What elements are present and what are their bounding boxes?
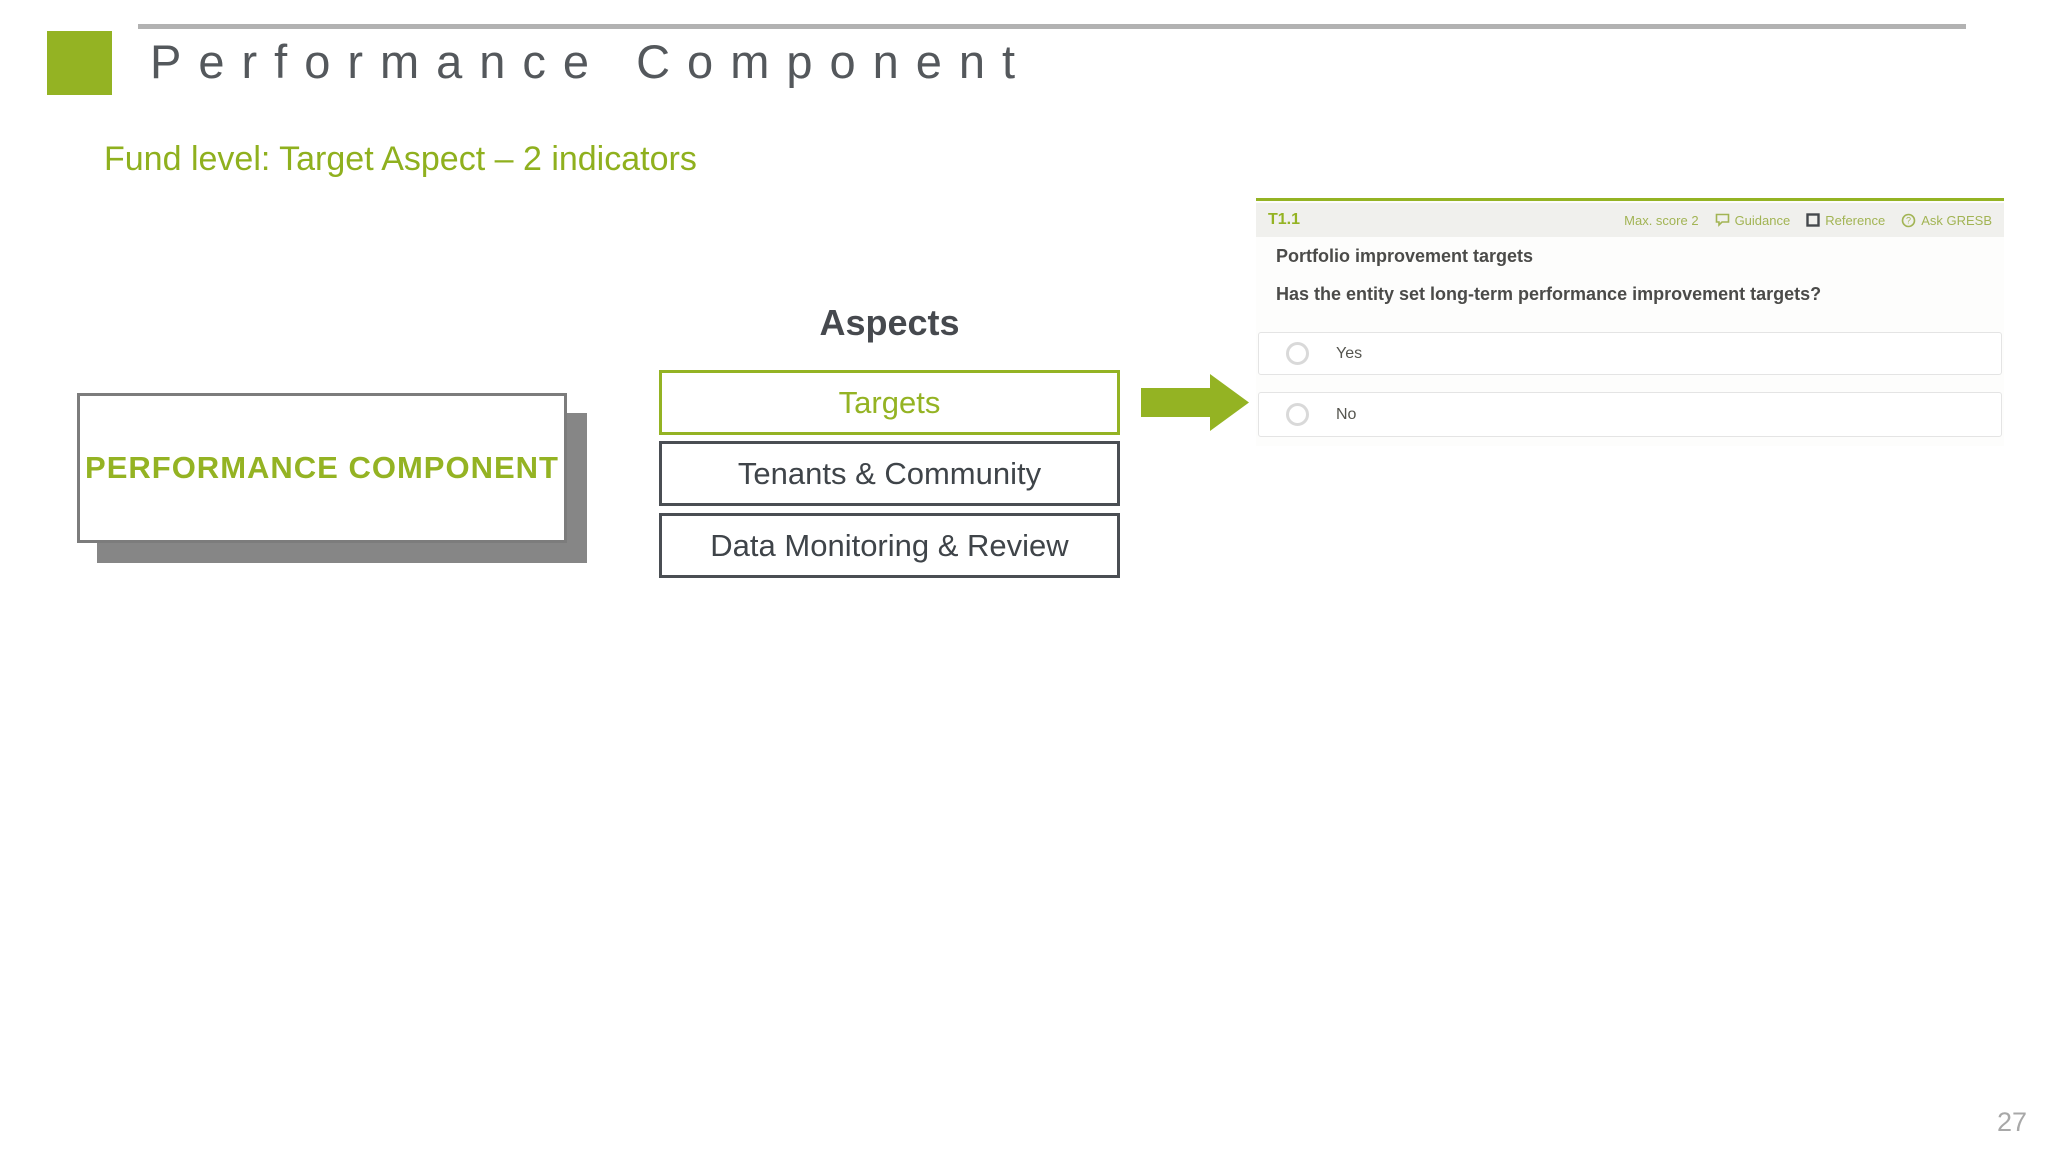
option-row-no[interactable]: No bbox=[1258, 392, 2002, 437]
option-label: No bbox=[1336, 405, 1357, 423]
indicator-question: Has the entity set long-term performance… bbox=[1276, 284, 1822, 304]
max-score-label: Max. score 2 bbox=[1624, 212, 1699, 228]
radio-icon[interactable] bbox=[1286, 342, 1309, 365]
header-rule bbox=[138, 24, 1966, 29]
question-circle-icon: ? bbox=[1901, 213, 1916, 227]
indicator-title: Portfolio improvement targets bbox=[1276, 246, 1534, 266]
svg-text:?: ? bbox=[1906, 215, 1911, 225]
aspect-label: Data Monitoring & Review bbox=[710, 527, 1069, 563]
form-top-border bbox=[1256, 198, 2004, 201]
page-title: Performance Component bbox=[150, 35, 1033, 88]
radio-icon[interactable] bbox=[1286, 403, 1309, 426]
aspect-label: Tenants & Community bbox=[737, 455, 1042, 491]
reference-label: Reference bbox=[1825, 212, 1886, 228]
guidance-label: Guidance bbox=[1734, 212, 1791, 228]
form-header-bar: T1.1 Max. score 2 Guidance Reference bbox=[1256, 203, 2004, 237]
page-number: 27 bbox=[1997, 1107, 2028, 1137]
option-label: Yes bbox=[1336, 344, 1363, 362]
guidance-link[interactable]: Guidance bbox=[1715, 212, 1791, 228]
slide-subtitle: Fund level: Target Aspect – 2 indicators bbox=[104, 140, 697, 178]
reference-link[interactable]: Reference bbox=[1806, 213, 1885, 228]
performance-component-label: PERFORMANCE COMPONENT bbox=[85, 450, 559, 485]
brand-square-icon bbox=[47, 31, 112, 95]
assessment-form-screenshot: T1.1 Max. score 2 Guidance Reference bbox=[1256, 198, 2004, 446]
aspect-label: Targets bbox=[838, 384, 941, 420]
form-header-links: Max. score 2 Guidance Reference bbox=[1624, 213, 1992, 228]
option-row-yes[interactable]: Yes bbox=[1258, 332, 2002, 375]
aspects-heading: Aspects bbox=[819, 302, 960, 343]
aspect-box-targets: Targets bbox=[659, 370, 1120, 435]
speech-bubble-icon bbox=[1715, 213, 1729, 227]
aspect-box-data-monitoring-review: Data Monitoring & Review bbox=[659, 513, 1120, 578]
performance-component-box: PERFORMANCE COMPONENT bbox=[77, 393, 567, 543]
ask-gresb-link[interactable]: ? Ask GRESB bbox=[1901, 213, 1992, 228]
ask-gresb-label: Ask GRESB bbox=[1921, 212, 1992, 228]
aspect-box-tenants-community: Tenants & Community bbox=[659, 441, 1120, 506]
indicator-id: T1.1 bbox=[1268, 211, 1301, 228]
arrow-right-icon bbox=[1141, 374, 1249, 431]
square-icon bbox=[1806, 213, 1820, 227]
